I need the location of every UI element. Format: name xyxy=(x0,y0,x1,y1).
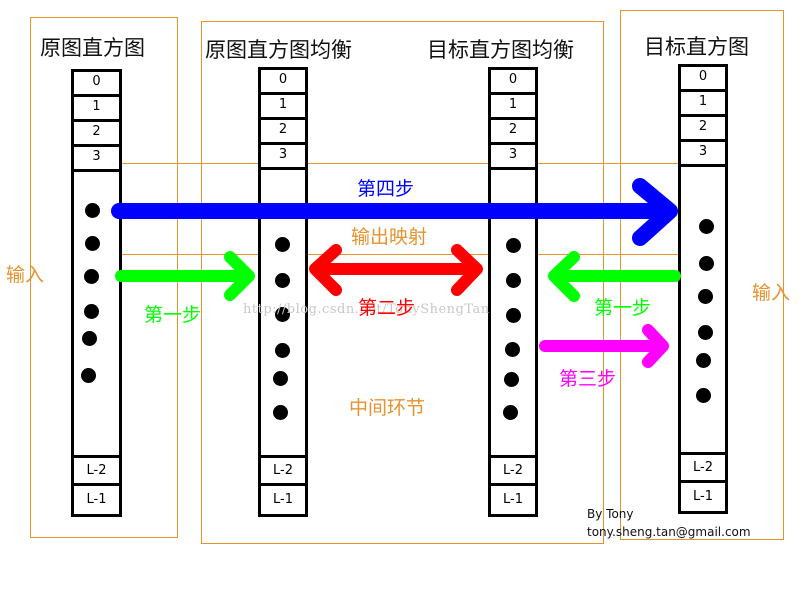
step1-right-label: 第一步 xyxy=(594,297,652,319)
pixel-dot xyxy=(84,304,99,319)
pixel-dot xyxy=(699,256,714,271)
pixel-dot xyxy=(82,331,97,346)
pixel-dot xyxy=(506,308,521,323)
watermark: http://blog.csdn.net/TonyShengTan xyxy=(243,302,490,317)
bin-2: 2 xyxy=(261,120,305,145)
pixel-dot xyxy=(275,343,290,358)
target-histogram-column: 0 1 2 3 L-2 L-1 xyxy=(678,64,728,514)
pixel-dot xyxy=(696,388,711,403)
pixel-dot xyxy=(275,307,290,322)
pixel-dot xyxy=(504,372,519,387)
step2-arrow xyxy=(309,244,483,296)
step3-label: 第三步 xyxy=(559,368,617,390)
bin-0: 0 xyxy=(681,67,725,92)
author-credit: By Tony xyxy=(587,507,634,521)
bin-l-1: L-1 xyxy=(86,492,107,507)
pixel-dot xyxy=(699,219,714,234)
bin-2: 2 xyxy=(681,117,725,142)
pixel-dot xyxy=(698,289,713,304)
output-mapping-label: 输出映射 xyxy=(351,226,428,248)
bin-l-1: L-1 xyxy=(273,492,293,507)
source-equalized-title: 原图直方图均衡 xyxy=(205,38,352,62)
pixel-dot xyxy=(275,273,290,288)
source-histogram-title: 原图直方图 xyxy=(40,36,145,60)
pixel-dot xyxy=(81,368,96,383)
step4-arrow xyxy=(111,178,678,246)
pixel-dot xyxy=(505,342,520,357)
step1-left-arrow xyxy=(115,251,255,301)
bin-0: 0 xyxy=(491,70,535,95)
bin-l-1: L-1 xyxy=(503,492,523,507)
bin-l-1: L-1 xyxy=(693,489,713,504)
bin-1: 1 xyxy=(261,95,305,120)
step4-label: 第四步 xyxy=(357,178,415,200)
pixel-dot xyxy=(696,353,711,368)
target-histogram-title: 目标直方图 xyxy=(644,35,749,59)
step2-label: 第二步 xyxy=(358,297,416,319)
target-equalized-column: 0 1 2 3 L-2 L-1 xyxy=(488,67,538,517)
bin-1: 1 xyxy=(681,92,725,117)
author-email: tony.sheng.tan@gmail.com xyxy=(587,525,751,539)
bin-2: 2 xyxy=(74,122,119,147)
bin-3: 3 xyxy=(261,145,305,170)
pixel-dot xyxy=(273,405,288,420)
step1-left-label: 第一步 xyxy=(144,304,202,326)
target-equalized-title: 目标直方图均衡 xyxy=(427,38,574,62)
bin-0: 0 xyxy=(74,72,119,97)
input-left-label: 输入 xyxy=(6,264,45,286)
pixel-dot xyxy=(85,236,100,251)
source-equalized-column: 0 1 2 3 L-2 L-1 xyxy=(258,67,308,517)
middle-stage-frame xyxy=(201,21,604,544)
bin-1: 1 xyxy=(74,97,119,122)
bin-3: 3 xyxy=(681,142,725,167)
pixel-dot xyxy=(698,325,713,340)
bin-0: 0 xyxy=(261,70,305,95)
bin-3: 3 xyxy=(74,147,119,172)
bin-3: 3 xyxy=(491,145,535,170)
pixel-dot xyxy=(84,269,99,284)
bin-l-2: L-2 xyxy=(681,452,725,483)
bin-l-2: L-2 xyxy=(261,455,305,486)
pixel-dot xyxy=(503,405,518,420)
pixel-dot xyxy=(506,273,521,288)
bin-2: 2 xyxy=(491,120,535,145)
bin-1: 1 xyxy=(491,95,535,120)
step1-right-arrow xyxy=(548,251,681,302)
pixel-dot xyxy=(506,238,521,253)
bin-l-2: L-2 xyxy=(491,455,535,486)
input-right-label: 输入 xyxy=(752,282,791,304)
pixel-dot xyxy=(85,203,100,218)
source-histogram-column: 0 1 2 3 L-2 L-1 xyxy=(71,69,122,517)
bin-l-2: L-2 xyxy=(74,455,119,486)
pixel-dot xyxy=(273,371,288,386)
pixel-dot xyxy=(275,237,290,252)
middle-stage-label: 中间环节 xyxy=(349,397,426,419)
step3-arrow xyxy=(539,324,669,368)
